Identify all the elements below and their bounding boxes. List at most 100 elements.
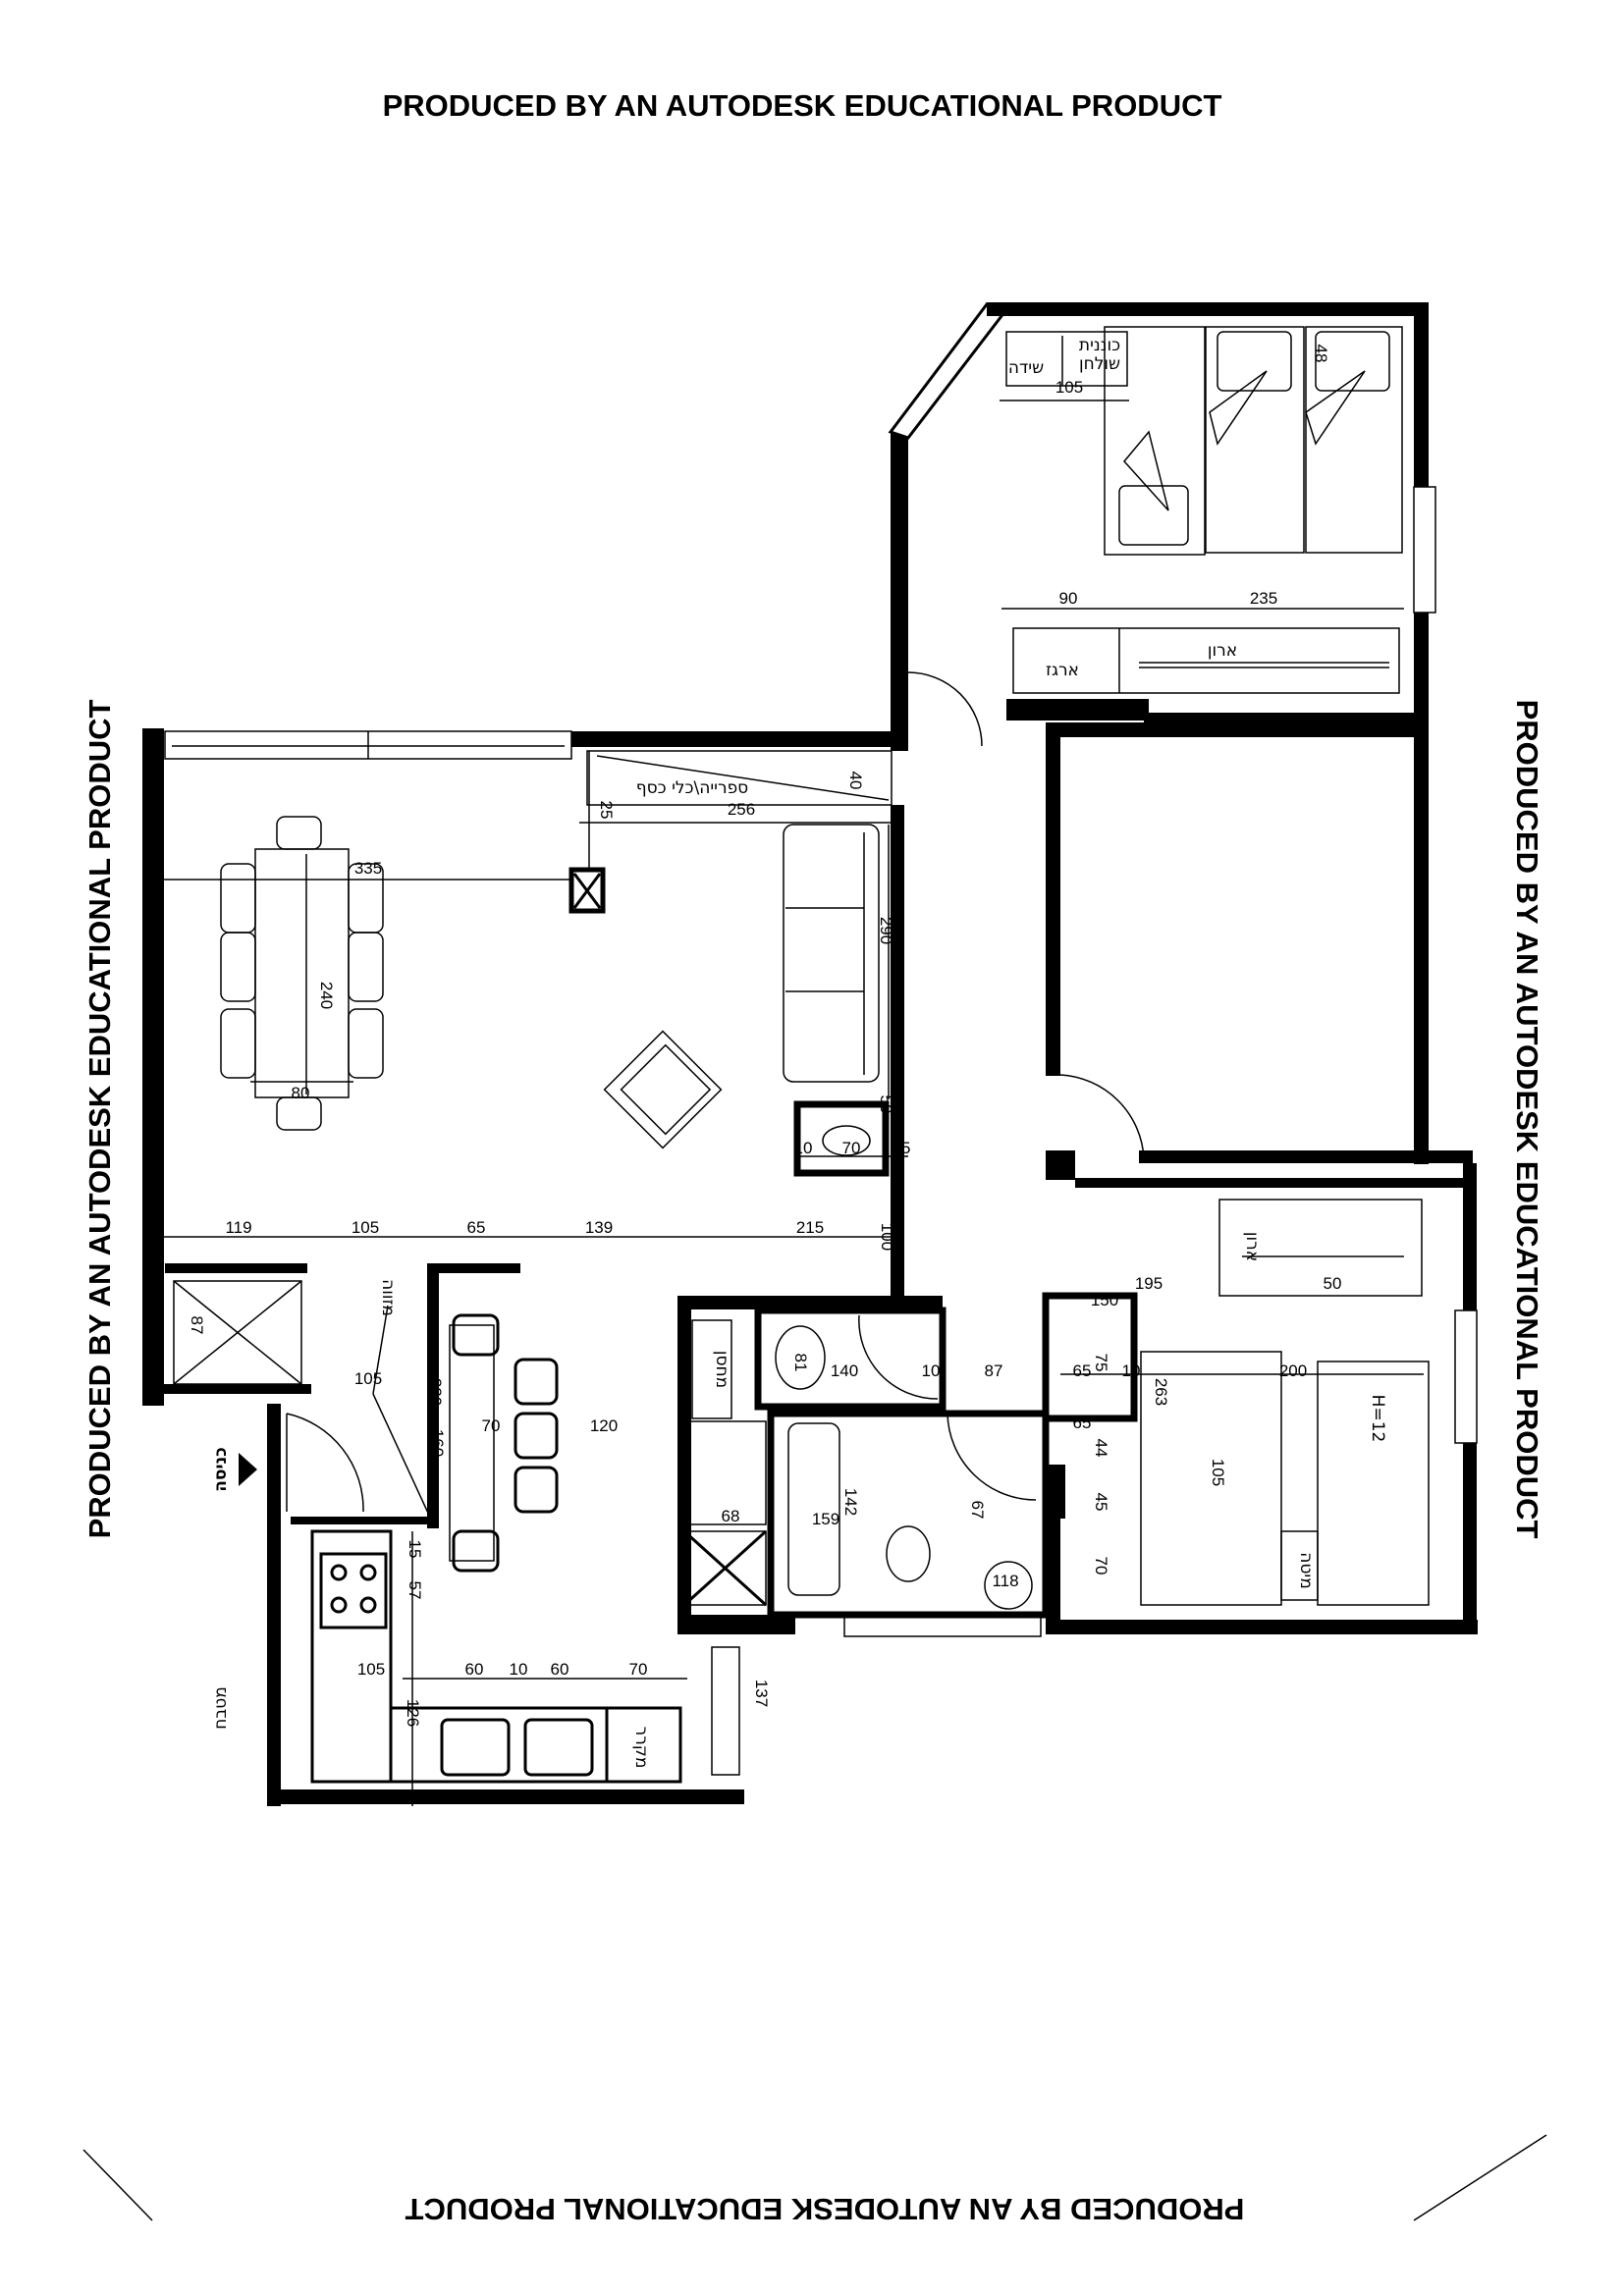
dimension-label: 44 (1092, 1439, 1110, 1458)
nightstand (1280, 1530, 1319, 1601)
bathtub (787, 1422, 840, 1596)
center-room (1046, 722, 1473, 1180)
storage-box (691, 1319, 732, 1419)
label-wardrobe-2: ארון (1242, 1232, 1262, 1261)
dimension-label: 50 (1324, 1274, 1342, 1293)
dimension-label: 215 (796, 1218, 824, 1237)
wall (1006, 699, 1149, 721)
wall (1414, 302, 1429, 487)
living-room (142, 432, 908, 1406)
door-swing (1059, 1074, 1145, 1159)
dimension-label: 10 (1122, 1362, 1141, 1380)
label-kitchen: מטבח (211, 1686, 231, 1730)
dimension-label: 126 (404, 1699, 422, 1727)
watermark-bottom: PRODUCED BY AN AUTODESK EDUCATIONAL PROD… (406, 2192, 1245, 2226)
bedroom-1 (888, 301, 1436, 747)
label-sideboard: שידה (1008, 358, 1044, 378)
dimension-label: 335 (354, 859, 382, 878)
bed (1104, 326, 1206, 556)
label-fridge: מקרר (631, 1727, 651, 1769)
dimension-label: 235 (1250, 589, 1277, 608)
dimension-label: 159 (812, 1510, 839, 1528)
corner-mark-left (82, 2149, 153, 2221)
counter (389, 1706, 682, 1784)
entrance-arrow-icon (239, 1453, 257, 1486)
dimension-label: 87 (985, 1362, 1003, 1380)
dimension-label: 220 (426, 1378, 445, 1406)
dimension-label: 118 (992, 1572, 1018, 1590)
dimension-label: 87 (188, 1316, 206, 1335)
washing-machine (683, 1420, 767, 1525)
dimension-label: 160 (428, 1429, 447, 1457)
bathrooms (677, 1296, 1050, 1637)
dimension-label: 10 (510, 1660, 528, 1679)
dining-chairs (220, 816, 384, 1131)
window (1413, 486, 1436, 614)
dimension-label: 105 (1209, 1459, 1227, 1486)
dimension-label: 150 (1091, 1291, 1118, 1309)
label-shelf: כוננית (1079, 336, 1120, 355)
bookshelf (586, 750, 893, 806)
dimension-label: 263 (1152, 1378, 1170, 1406)
bar-stools (452, 1313, 559, 1573)
sofa (783, 824, 880, 1083)
dimension-label: 25 (597, 801, 616, 820)
entrance-door (286, 1413, 364, 1513)
dimension-label: 119 (225, 1218, 251, 1237)
toilet-icon (775, 1325, 826, 1390)
dimension-label: 65 (1073, 1414, 1092, 1432)
dimension-label: 57 (406, 1581, 424, 1600)
counter (310, 1529, 393, 1784)
sink-icon (523, 1718, 594, 1777)
shower (683, 1530, 767, 1606)
label-entrance: כניסה (211, 1447, 231, 1492)
dimension-label: 90 (1059, 589, 1078, 608)
dimension-label: 50 (877, 1095, 895, 1114)
wall (571, 731, 905, 747)
dimension-label: 140 (831, 1362, 858, 1380)
window-angled (888, 301, 1004, 440)
dimension-label: 100 (878, 1223, 896, 1251)
dimension-label: 65 (467, 1218, 486, 1237)
dimension-label: 120 (590, 1416, 618, 1435)
wall (987, 302, 1429, 316)
sink-icon (440, 1718, 511, 1777)
sink-icon (984, 1561, 1033, 1610)
dimension-label: 91 (674, 1354, 692, 1372)
dimension-label: 195 (1135, 1274, 1163, 1293)
dimension-label: 105 (354, 1369, 382, 1388)
dimension-label: 70 (1092, 1557, 1110, 1575)
wall (1414, 613, 1429, 722)
dimension-label: 100 (674, 1464, 692, 1491)
dimension-label: 60 (551, 1660, 569, 1679)
dimension-label: 45 (1092, 1493, 1110, 1512)
dimension-label: 60 (465, 1660, 484, 1679)
stove-icon (319, 1552, 388, 1629)
wardrobe-box (1042, 1292, 1138, 1422)
closet (1012, 627, 1400, 694)
room-labels: שידה כוננית שולחן ארגז ארון ספרייה\כלי כ… (211, 336, 1387, 1768)
dimension-label: 75 (1092, 1354, 1110, 1372)
dimension-label: 15 (406, 1540, 424, 1559)
dimension-label: 81 (791, 1354, 810, 1372)
label-storage: מחסן (712, 1351, 731, 1388)
dimension-label: 256 (728, 800, 755, 819)
guest-toilet-sink-box (793, 1100, 890, 1177)
breakfast-bar (449, 1324, 495, 1562)
dimension-label: 70 (482, 1416, 501, 1435)
dimension-label: 105 (352, 1218, 379, 1237)
bed (1305, 326, 1403, 554)
door-swing (907, 671, 983, 747)
toilet-room (754, 1307, 947, 1411)
label-bed: מיטה (1296, 1552, 1316, 1588)
closet (1218, 1199, 1423, 1297)
window (711, 1646, 740, 1776)
dimension-label: 139 (585, 1218, 613, 1237)
dimension-label: 10 (922, 1362, 941, 1380)
label-pantry: מזווה (378, 1279, 398, 1316)
watermark-left: PRODUCED BY AN AUTODESK EDUCATIONAL PROD… (82, 700, 117, 1539)
dimension-label: 80 (292, 1084, 310, 1102)
